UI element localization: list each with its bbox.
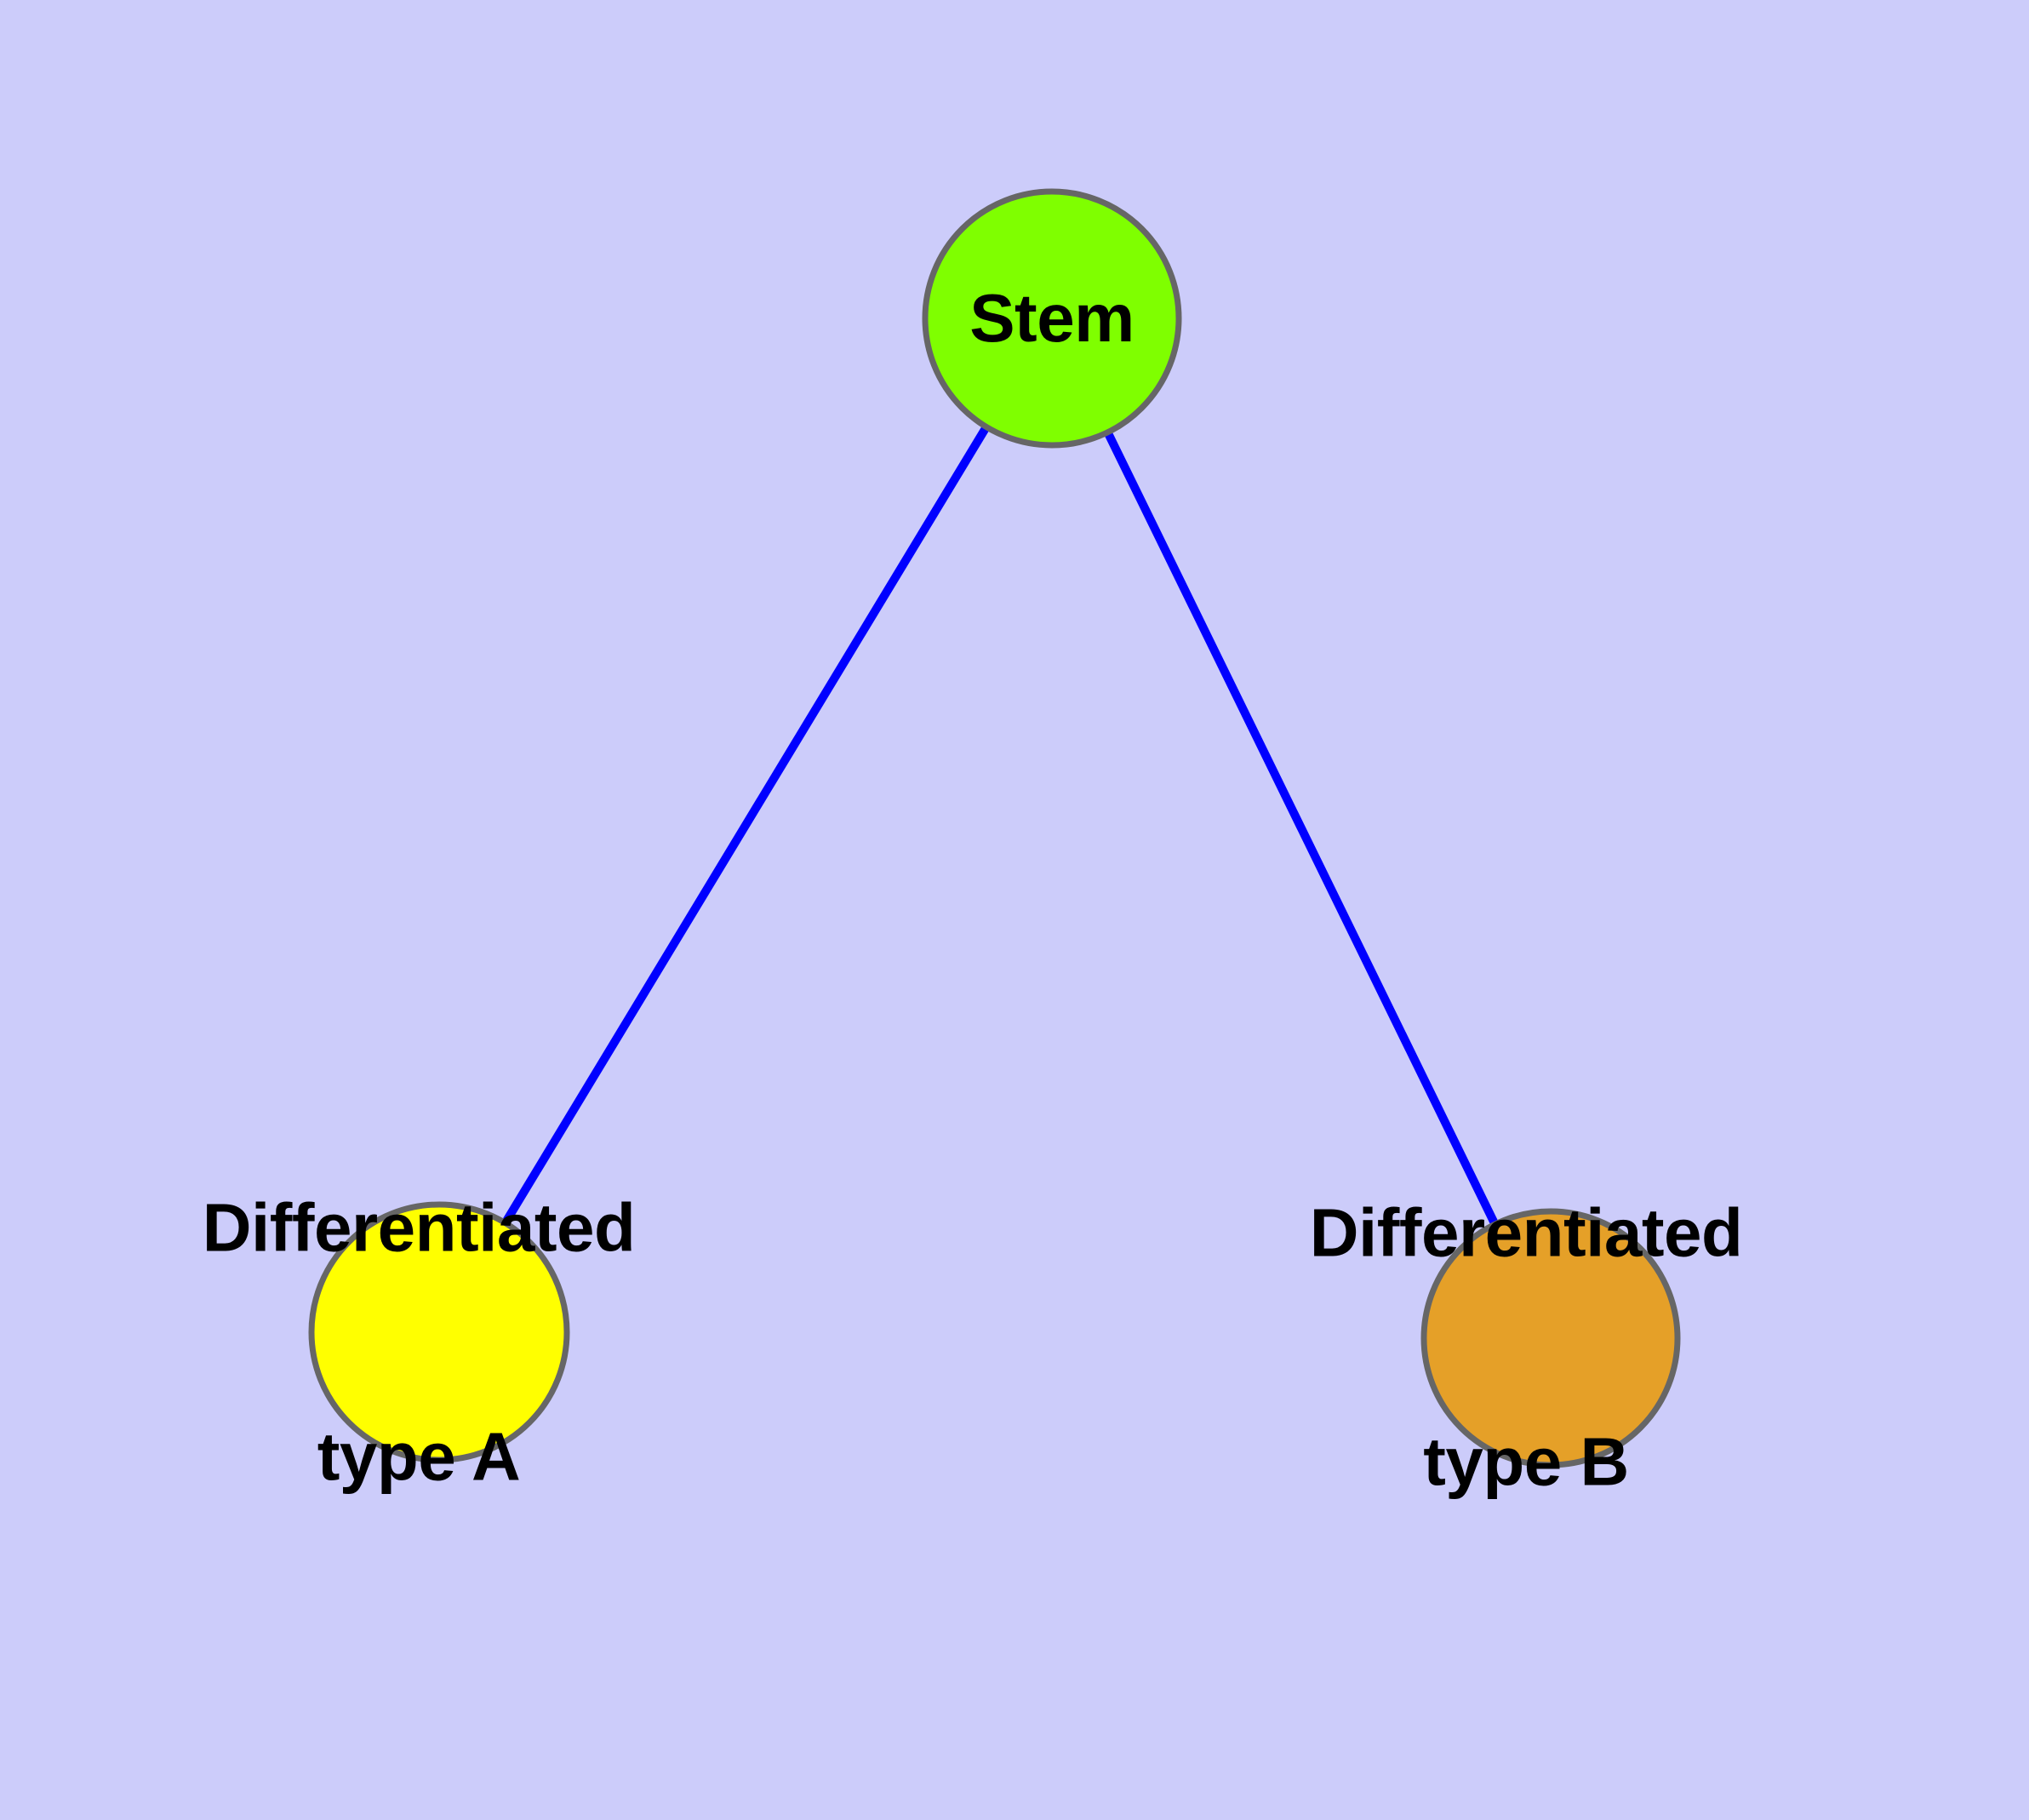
node-differentiated-type-a[interactable] [308, 1201, 570, 1463]
node-layer [308, 188, 1681, 1468]
node-differentiated-type-b[interactable] [1420, 1208, 1681, 1468]
edge-stem-to-differentiated-type-a [435, 316, 1056, 1335]
node-stem[interactable] [922, 188, 1182, 449]
edge-stem-to-differentiated-type-b [1048, 316, 1555, 1341]
edge-layer [435, 316, 1555, 1341]
